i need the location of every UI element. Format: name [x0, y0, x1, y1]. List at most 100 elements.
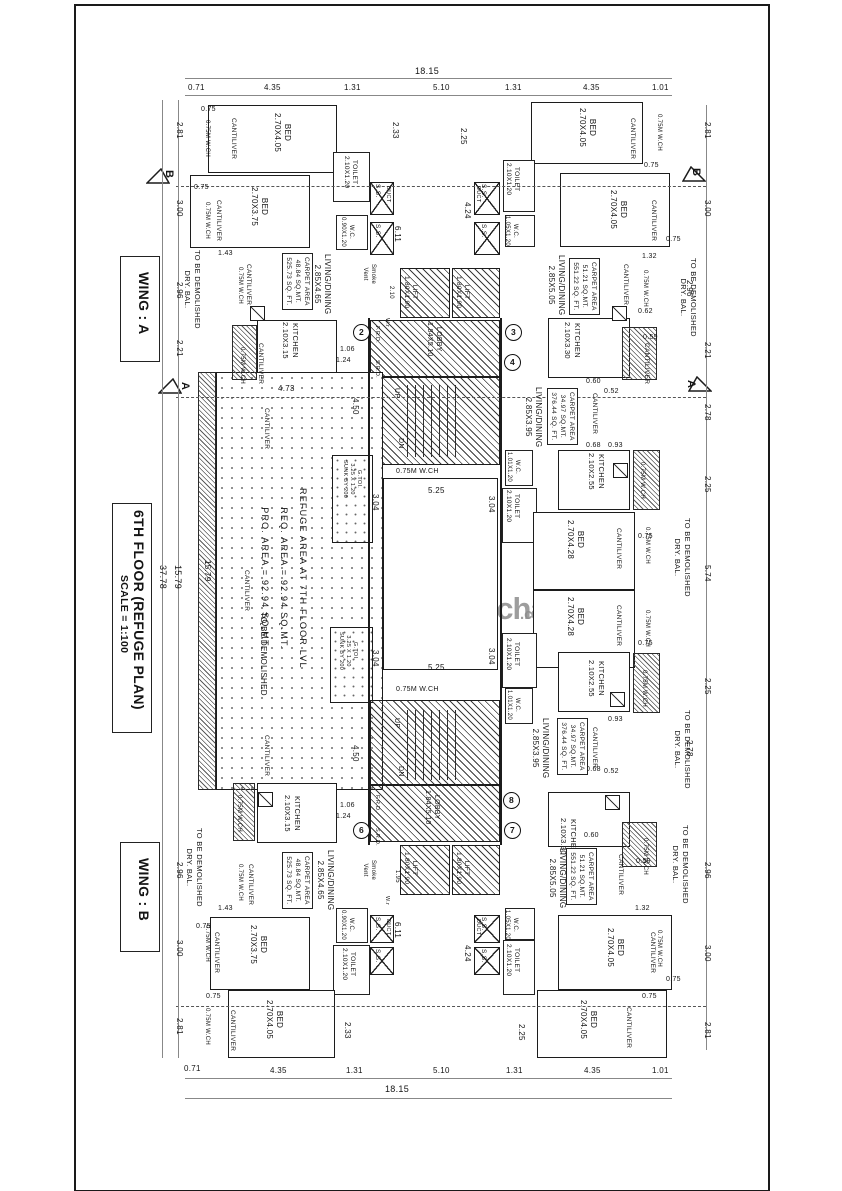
section-line	[176, 1006, 706, 1007]
room-label: W.C. 1.05X1.20	[504, 910, 518, 941]
bed-room	[228, 990, 335, 1058]
stair-treads	[407, 710, 463, 780]
section-marker-triangle	[688, 376, 712, 392]
room-label: W.C. 0.90X1.20	[340, 910, 354, 941]
light-well	[383, 478, 498, 670]
dim: 0.52	[604, 768, 619, 775]
door-label: F.R.D.	[374, 795, 380, 813]
room-label: TOILET 2.10X1.20	[342, 156, 358, 189]
dim: 5.10	[433, 83, 450, 92]
wch-label: 0.75M W.CH	[237, 864, 243, 902]
dim: 2.81	[175, 1018, 184, 1035]
cantilever-label: CANTILIVER	[247, 864, 254, 906]
room-label: TOILET 2.10X1.20	[504, 163, 520, 196]
bed-room	[533, 512, 635, 590]
g-toilet	[332, 455, 373, 543]
dim: 2.81	[175, 122, 184, 139]
wch-label: 0.75M W.CH	[642, 270, 648, 308]
dim: 3.04	[487, 648, 496, 665]
wch-label: 0.75M W.CH	[204, 1008, 210, 1046]
plan-scale: SCALE = 1:100	[118, 575, 130, 654]
dim: 4.50	[351, 745, 360, 762]
dim: 15.79	[173, 565, 183, 590]
bed-room	[558, 915, 672, 990]
carpet-area: CARPET AREA 48.84 SQ.MT. 525.73 SQ. FT.	[281, 253, 313, 310]
dim: 3.04	[371, 650, 380, 667]
demolish-strip	[622, 327, 657, 380]
wc-room	[505, 908, 535, 940]
demolish-strip	[633, 450, 660, 510]
demolish-note: TO BE DEMOLISHED DRY. BAL.	[183, 250, 202, 329]
cantilever-label: CANTILIVER	[643, 343, 650, 385]
section-letter: A	[685, 380, 697, 389]
room-label: LIVING/DINING 2.85X4.65	[312, 254, 332, 315]
carpet-area: CARPET AREA 34.97 SQ.MT. 376.44 SQ. FT.	[556, 718, 588, 775]
demolish-strip	[232, 325, 257, 380]
door-label: S.R.D.	[374, 828, 380, 846]
lobby	[370, 320, 500, 377]
dim: 0.71	[184, 1064, 201, 1073]
cantilever-label: CANTILIVER	[243, 570, 250, 612]
carpet-area: CARPET AREA 51.21 SQ.MT. 551.22 SQ. FT.	[568, 258, 600, 315]
lift-shaft	[400, 268, 450, 318]
dim-line	[178, 100, 179, 1058]
wch-label: 0.75M W.CH	[656, 930, 662, 968]
dim: 2.81	[703, 1022, 712, 1039]
room-label: LOBBY 1.84X5.10	[424, 790, 440, 825]
bed-room	[560, 173, 670, 247]
dim: 3.04	[371, 494, 380, 511]
dim: 6.11	[393, 226, 402, 243]
kitchen-room	[548, 318, 630, 378]
kitchen-platform	[258, 792, 273, 807]
dim: 2.21	[703, 342, 712, 359]
dim: 15.79	[203, 560, 212, 582]
wch-label: 0.75M W.CH	[204, 202, 210, 240]
room-label: TOILET 2.10X1.20	[340, 948, 356, 981]
ss-label: S.S.	[480, 224, 487, 238]
toilet-room	[503, 940, 535, 995]
wc-room	[505, 688, 533, 724]
dim: 0.60	[586, 378, 601, 385]
carpet-area: CARPET AREA 48.84 SQ.MT. 525.73 SQ. FT.	[281, 852, 313, 909]
room-label: W.C. 0.90X1.20	[340, 217, 354, 248]
dim-line	[185, 1098, 672, 1099]
kitchen-platform	[613, 463, 628, 478]
wing-a-box	[120, 256, 160, 362]
dim: 2.10	[388, 286, 394, 299]
room-label: KITCHEN 2.10X3.15	[281, 322, 300, 359]
room-label: TOILET 2.10X1.20	[504, 944, 520, 977]
dim: 6.11	[393, 922, 402, 939]
room-label: LIVING/DINING 2.85X5.05	[546, 255, 566, 316]
kitchen-room	[558, 450, 630, 510]
lift-shaft	[400, 845, 450, 895]
stair-label: UP	[393, 718, 400, 729]
unit-number: 2	[353, 324, 370, 341]
dim: 0.75	[644, 162, 659, 169]
demolish-strip	[233, 783, 255, 841]
carpet-area: CARPET AREA 34.97 SQ.MT. 376.44 SQ. FT.	[546, 388, 578, 445]
dim: 1.31	[346, 1066, 363, 1075]
toilet-room	[333, 945, 370, 995]
room-label: BED 2.70X4.28	[565, 597, 585, 637]
dim: 0.68	[586, 766, 601, 773]
dim: 1.31	[505, 83, 522, 92]
duct-label: DUCT	[475, 919, 481, 936]
dim: 5.10	[433, 1066, 450, 1075]
dim: 4.24	[463, 945, 472, 962]
bed-room	[208, 105, 337, 173]
vent-label: Smoke Vent	[362, 264, 376, 285]
dim: 1.06	[340, 346, 355, 353]
room-label: KITCHEN 2.10X2.55	[587, 660, 606, 697]
duct-label: DUCT	[475, 186, 481, 203]
dim: 5.74	[703, 565, 712, 582]
toilet-room	[502, 488, 537, 543]
ss-label: S.S.	[480, 949, 487, 963]
wch-label: 0.75M W.CH	[236, 795, 242, 833]
cantilever-label: CANTILIVER	[650, 200, 657, 242]
dim: 2.96	[703, 862, 712, 879]
dim: 4.35	[583, 83, 600, 92]
wing-a-label: WING : A	[136, 272, 152, 335]
dim: 2.25	[703, 476, 712, 493]
dim: 0.75	[666, 976, 681, 983]
